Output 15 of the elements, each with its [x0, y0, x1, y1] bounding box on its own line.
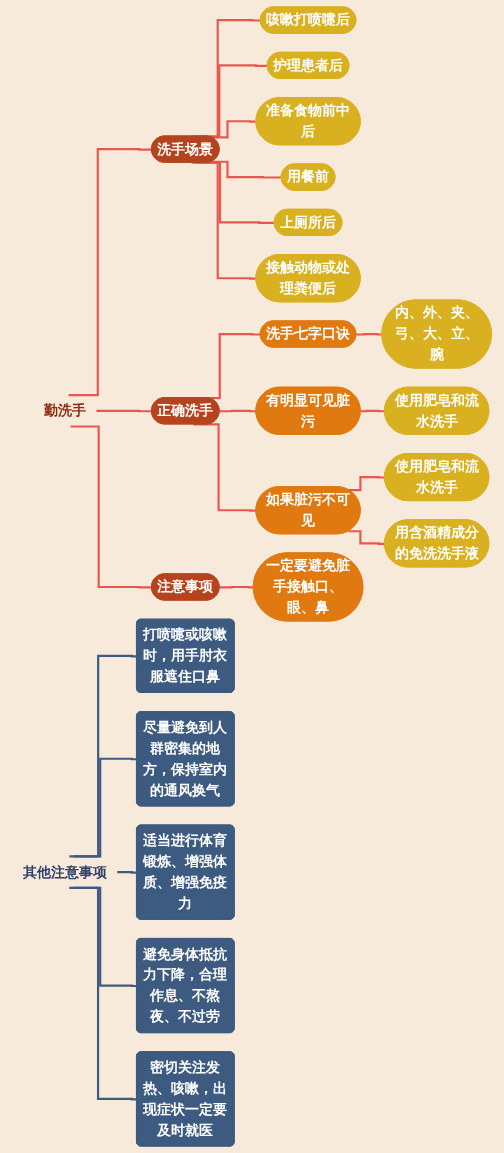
connector [356, 332, 383, 336]
connector [219, 585, 254, 589]
connector [70, 425, 152, 589]
connector [348, 530, 385, 545]
connector [73, 757, 137, 858]
connector [219, 409, 257, 413]
node-text: 勤洗手 [44, 402, 86, 419]
connector [68, 148, 152, 397]
connector [211, 160, 282, 179]
connector [117, 871, 137, 874]
node-text: 其他注意事项 [23, 863, 107, 881]
connector [69, 886, 137, 1101]
connector [360, 409, 385, 413]
connector [96, 409, 152, 413]
connector [69, 654, 137, 858]
